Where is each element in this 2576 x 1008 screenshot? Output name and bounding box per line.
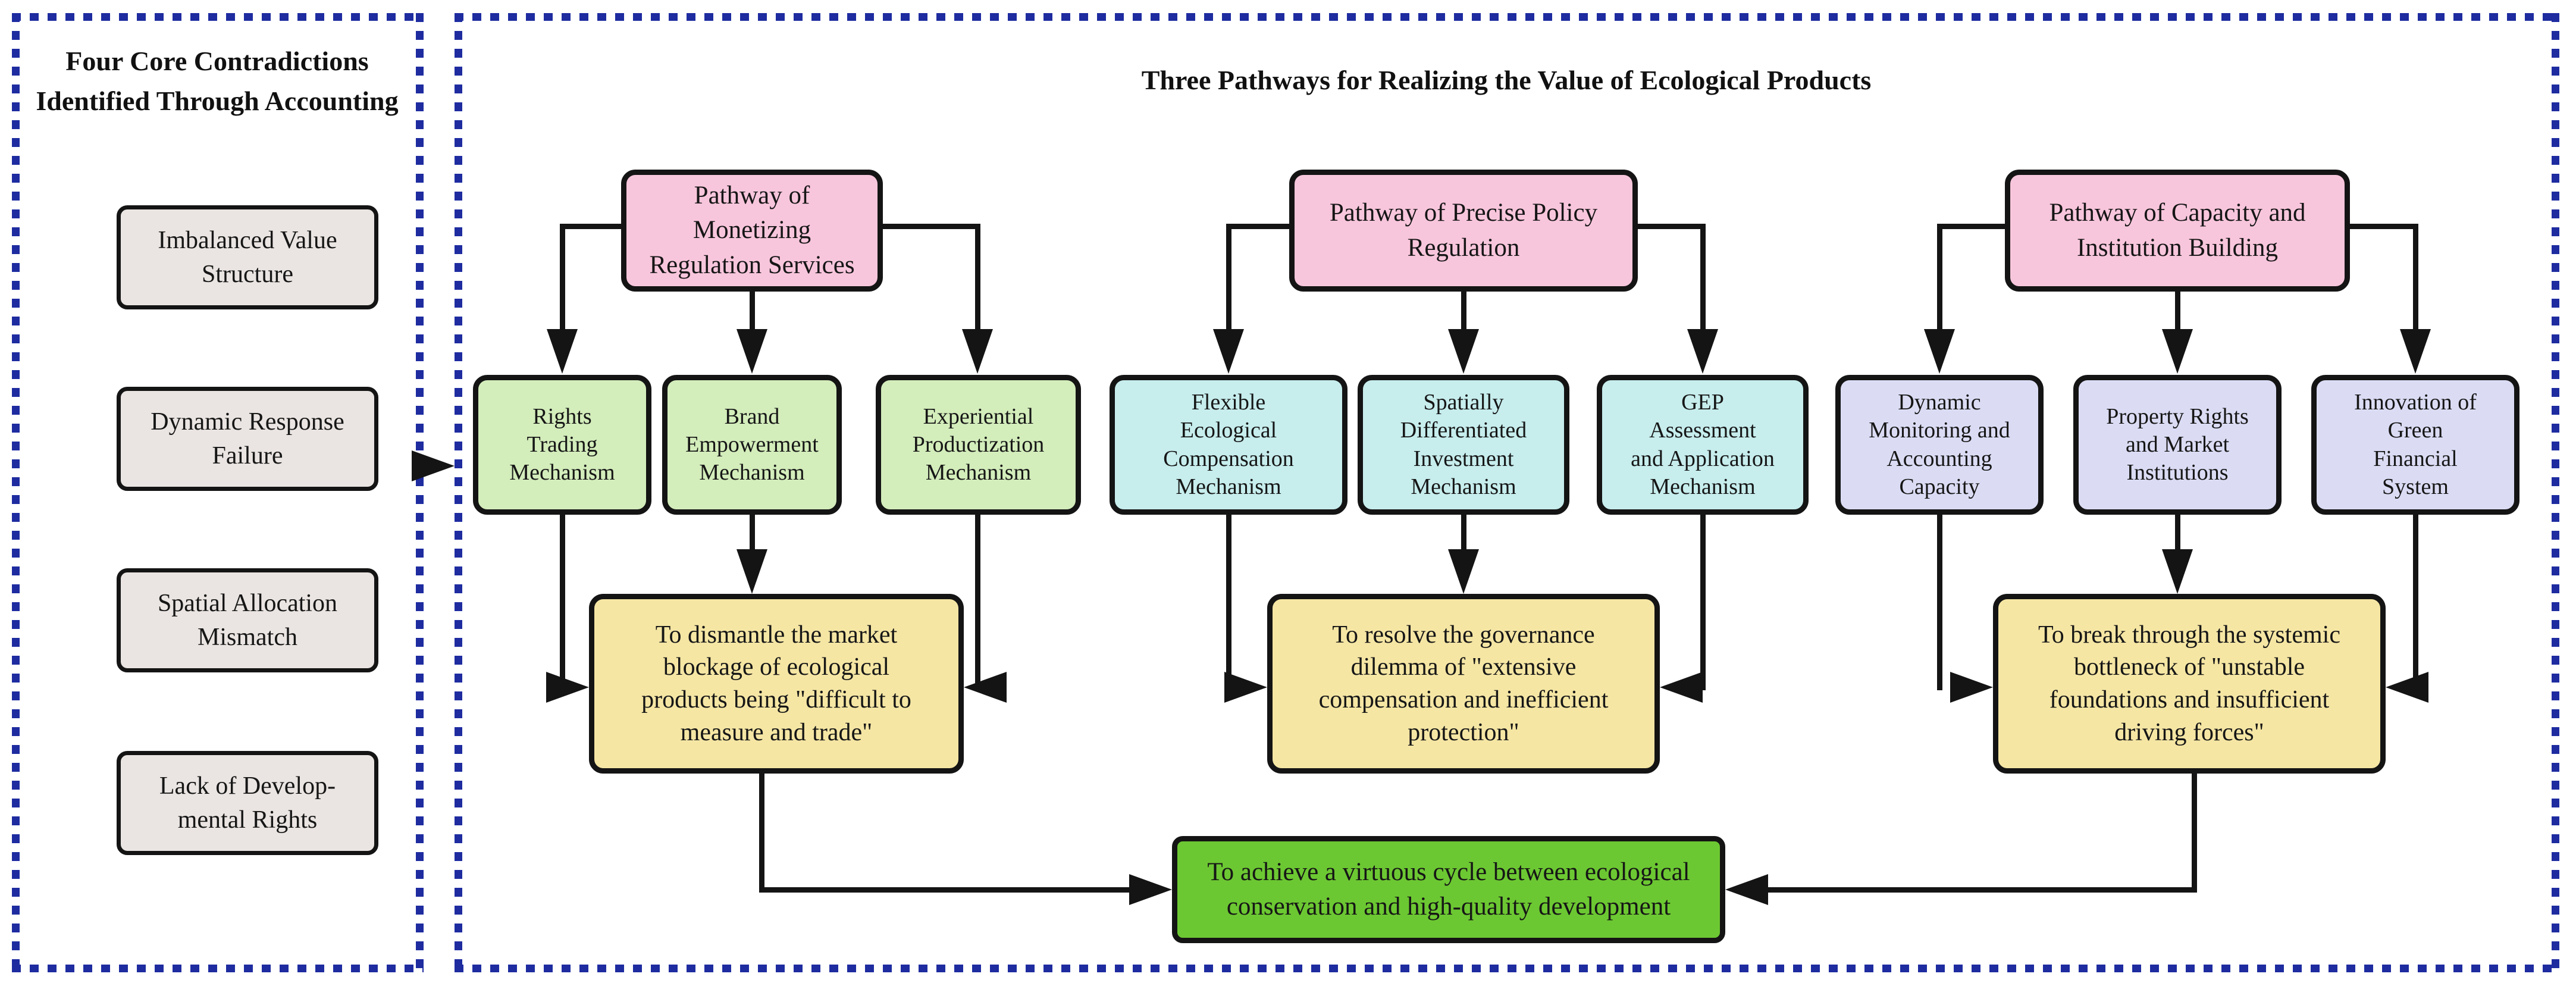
left-to-right-arrowhead [412, 450, 455, 481]
contradiction-box-imbalanced-value: Imbalanced Value Structure [117, 205, 378, 309]
pathway-box-monetizing-regulation: Pathway of Monetizing Regulation Service… [621, 170, 883, 292]
panel-border [12, 13, 20, 972]
arrowhead-down [2162, 549, 2193, 594]
connector-line [2349, 224, 2418, 229]
arrowhead-down [2400, 329, 2431, 374]
panel-border [455, 13, 2559, 21]
pathway-box-capacity-institution: Pathway of Capacity and Institution Buil… [2005, 170, 2350, 292]
arrowhead-down [547, 329, 578, 374]
panel-border [455, 13, 462, 972]
connector-line [1226, 513, 1231, 690]
mechanism-box-experiential-productization: Experiential Productization Mechanism [876, 375, 1081, 515]
connector-line [1937, 224, 2006, 229]
connector-line [1461, 289, 1466, 331]
arrowhead-down [1687, 329, 1718, 374]
arrowhead-down [737, 329, 767, 374]
connector-line [2175, 513, 2180, 552]
connector-line [881, 224, 980, 229]
connector-line [750, 289, 755, 331]
connector-line [560, 224, 565, 331]
contradiction-box-spatial-allocation: Spatial Allocation Mismatch [117, 568, 378, 672]
connector-line [975, 224, 980, 331]
panel-border [12, 13, 424, 21]
pathway-box-precise-policy: Pathway of Precise Policy Regulation [1289, 170, 1638, 292]
panel-border [12, 965, 424, 972]
right-panel [455, 13, 2559, 972]
connector-line [2175, 289, 2180, 331]
goal-box: To achieve a virtuous cycle between ecol… [1172, 836, 1725, 943]
connector-line [1637, 224, 1705, 229]
panel-border [416, 13, 424, 972]
arrowhead-right [546, 672, 589, 703]
connector-line [975, 513, 980, 690]
connector-line [2192, 772, 2197, 893]
connector-line [759, 887, 1134, 893]
connector-line [759, 772, 764, 893]
connector-line [1226, 224, 1290, 229]
mechanism-box-flexible-compensation: Flexible Ecological Compensation Mechani… [1110, 375, 1347, 515]
connector-line [560, 513, 565, 690]
left-panel-title: Four Core Contradictions Identified Thro… [36, 46, 399, 116]
outcome-box-systemic-bottleneck: To break through the systemic bottleneck… [1993, 594, 2386, 774]
arrowhead-left [2386, 672, 2428, 703]
mechanism-box-property-rights: Property Rights and Market Institutions [2073, 375, 2282, 515]
arrowhead-down [1213, 329, 1244, 374]
mechanism-box-brand-empowerment: Brand Empowerment Mechanism [662, 375, 842, 515]
arrowhead-left [964, 672, 1007, 703]
contradiction-box-developmental-rights: Lack of Develop- mental Rights [117, 751, 378, 855]
arrowhead-down [1924, 329, 1955, 374]
mechanism-box-gep-assessment: GEP Assessment and Application Mechanism [1597, 375, 1809, 515]
connector-line [2413, 513, 2418, 690]
left-panel [12, 13, 424, 972]
mechanism-box-dynamic-monitoring: Dynamic Monitoring and Accounting Capaci… [1835, 375, 2044, 515]
connector-line [1937, 513, 1942, 690]
arrowhead-right [1129, 874, 1172, 905]
right-panel-title: Three Pathways for Realizing the Value o… [1141, 65, 1872, 95]
connector-line [2413, 224, 2418, 331]
arrowhead-down [1448, 329, 1479, 374]
outcome-box-governance-dilemma: To resolve the governance dilemma of "ex… [1267, 594, 1660, 774]
panel-border [2552, 13, 2559, 972]
arrowhead-right [1224, 672, 1267, 703]
connector-line [750, 513, 755, 552]
connector-line [1226, 224, 1231, 331]
connector-line [1937, 224, 1942, 331]
connector-line [1765, 887, 2197, 893]
panel-border [455, 965, 2559, 972]
connector-line [560, 224, 623, 229]
contradiction-box-dynamic-response: Dynamic Response Failure [117, 387, 378, 491]
mechanism-box-rights-trading: Rights Trading Mechanism [473, 375, 651, 515]
connector-line [1700, 513, 1706, 690]
arrowhead-left [1725, 874, 1768, 905]
arrowhead-right [1950, 672, 1993, 703]
outcome-box-market-blockage: To dismantle the market blockage of ecol… [589, 594, 964, 774]
arrowhead-down [737, 549, 767, 594]
mechanism-box-spatially-differentiated: Spatially Differentiated Investment Mech… [1358, 375, 1569, 515]
arrowhead-down [2162, 329, 2193, 374]
connector-line [1700, 224, 1706, 331]
connector-line [1461, 513, 1466, 552]
arrowhead-down [962, 329, 993, 374]
mechanism-box-green-financial: Innovation of Green Financial System [2311, 375, 2519, 515]
arrowhead-down [1448, 549, 1479, 594]
arrowhead-left [1660, 672, 1703, 703]
